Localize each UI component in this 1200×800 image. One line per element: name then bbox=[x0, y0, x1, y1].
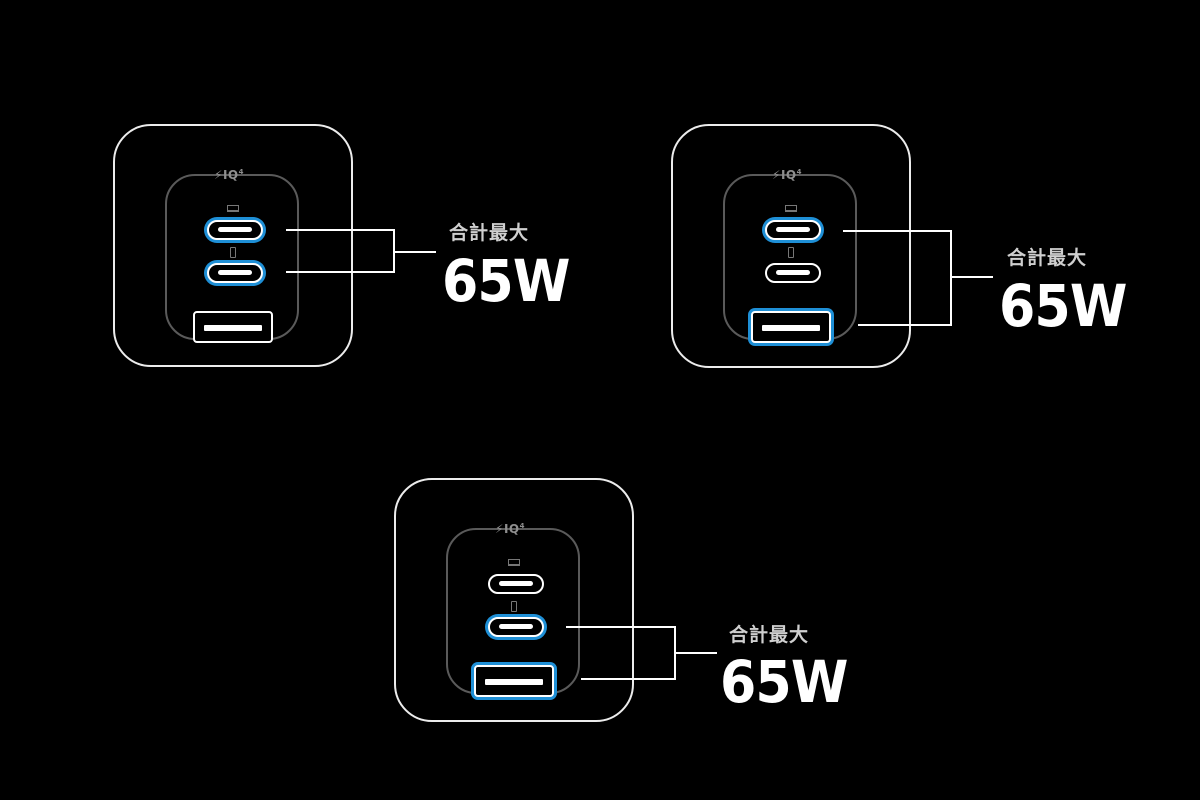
laptop-icon bbox=[227, 205, 239, 212]
usb-c-port-2[interactable] bbox=[765, 263, 821, 283]
charger-panel-2: ⚡IQ4 合計最大 65W bbox=[671, 124, 1127, 368]
laptop-icon bbox=[508, 559, 520, 566]
logo-text: IQ bbox=[503, 522, 520, 536]
wattage-label: 65W bbox=[442, 247, 570, 315]
lightning-icon: ⚡ bbox=[772, 168, 781, 182]
logo-text: IQ bbox=[780, 168, 797, 182]
bracket-line-out bbox=[950, 276, 993, 278]
logo-superscript: 4 bbox=[796, 168, 802, 176]
charger-body bbox=[394, 478, 634, 722]
total-max-label: 合計最大 bbox=[449, 222, 530, 244]
bracket-line-bottom bbox=[581, 678, 676, 680]
usb-a-port[interactable] bbox=[193, 311, 273, 343]
charger-body bbox=[671, 124, 911, 368]
lightning-icon: ⚡ bbox=[495, 522, 504, 536]
logo-superscript: 4 bbox=[519, 522, 525, 530]
usb-c-port-2[interactable] bbox=[207, 263, 263, 283]
bracket-line-top bbox=[286, 229, 395, 231]
laptop-icon bbox=[785, 205, 797, 212]
logo-superscript: 4 bbox=[238, 168, 244, 176]
wattage-label: 65W bbox=[720, 648, 848, 716]
usb-c-port-1[interactable] bbox=[488, 574, 544, 594]
usb-c-port-2[interactable] bbox=[488, 617, 544, 637]
bracket-line-out bbox=[674, 652, 717, 654]
bracket-line-vertical bbox=[950, 230, 952, 326]
iq-logo: ⚡IQ4 bbox=[214, 168, 244, 182]
usb-a-port[interactable] bbox=[474, 665, 554, 697]
bracket-line-out bbox=[393, 251, 436, 253]
charger-panel-1: ⚡IQ4 合計最大 65W bbox=[0, 0, 600, 400]
iq-logo: ⚡IQ4 bbox=[495, 522, 525, 536]
total-max-label: 合計最大 bbox=[1007, 247, 1088, 269]
charger-body bbox=[113, 124, 353, 367]
logo-text: IQ bbox=[222, 168, 239, 182]
phone-icon bbox=[511, 601, 517, 612]
lightning-icon: ⚡ bbox=[214, 168, 223, 182]
usb-a-port[interactable] bbox=[751, 311, 831, 343]
usb-c-port-1[interactable] bbox=[207, 220, 263, 240]
usb-c-port-1[interactable] bbox=[765, 220, 821, 240]
phone-icon bbox=[788, 247, 794, 258]
bracket-line-bottom bbox=[286, 271, 395, 273]
total-max-label: 合計最大 bbox=[729, 624, 810, 646]
phone-icon bbox=[230, 247, 236, 258]
iq-logo: ⚡IQ4 bbox=[772, 168, 802, 182]
bracket-line-top bbox=[843, 230, 952, 232]
bracket-line-top bbox=[566, 626, 676, 628]
wattage-label: 65W bbox=[999, 272, 1127, 340]
bracket-line-bottom bbox=[858, 324, 952, 326]
